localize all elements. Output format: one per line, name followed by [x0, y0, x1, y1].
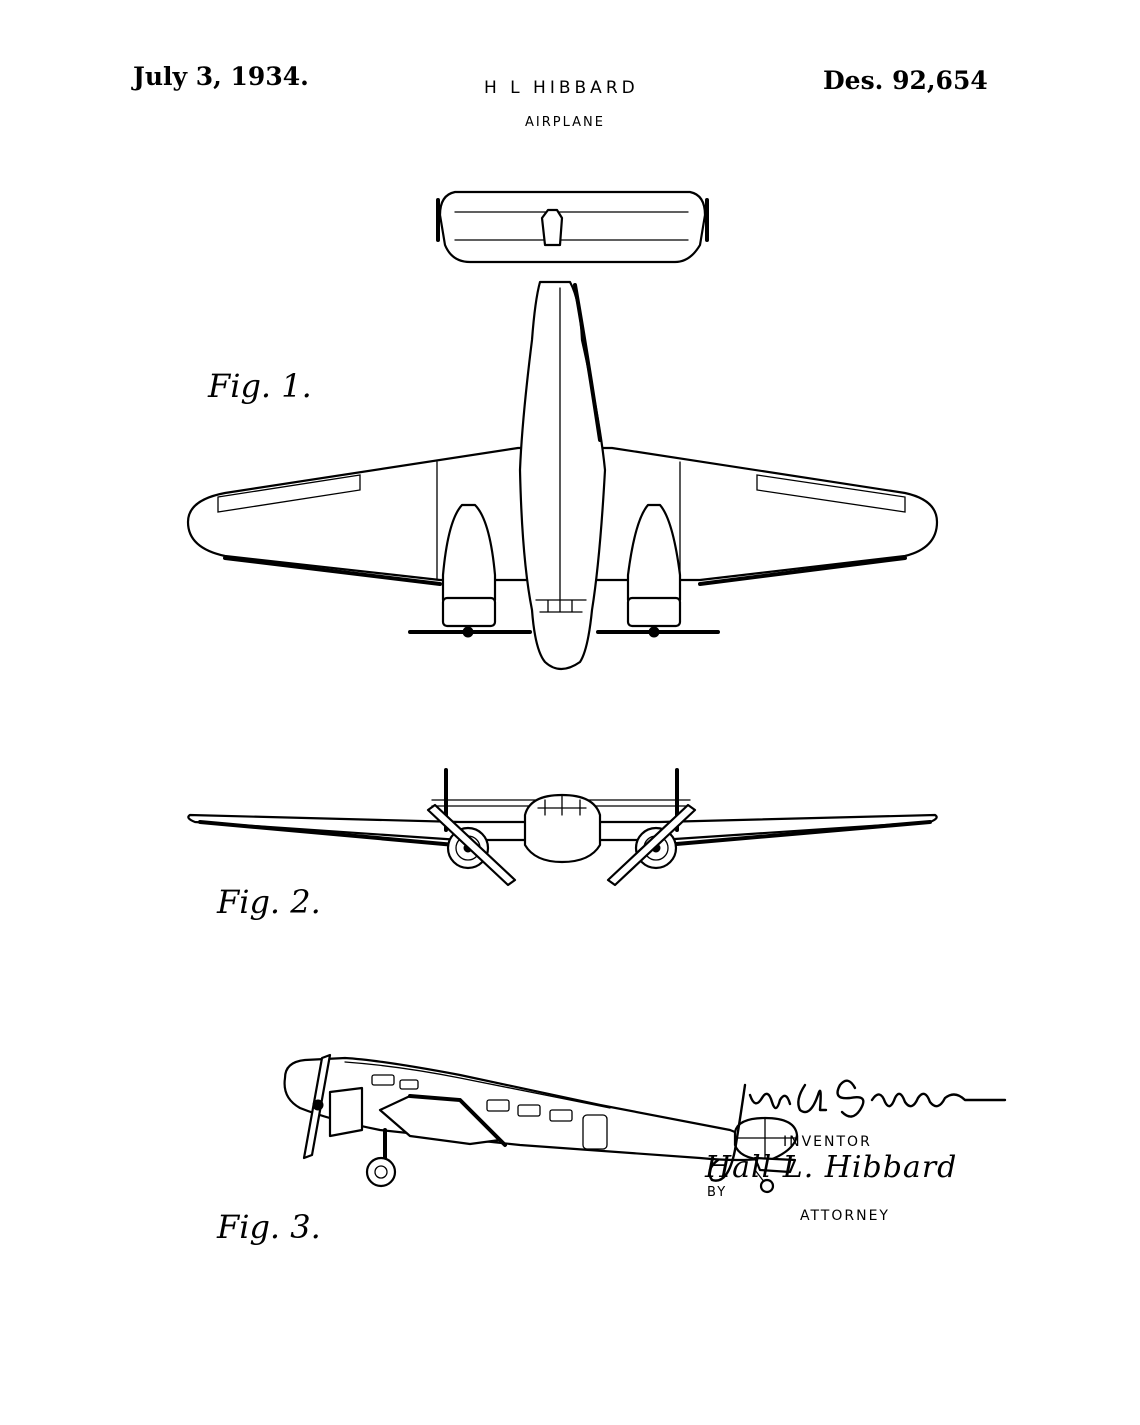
figure-1-label: Fig. 1. — [208, 367, 312, 405]
patent-date: July 3, 1934. — [133, 62, 309, 91]
patent-subject: AIRPLANE — [525, 115, 605, 130]
airplane-front-view — [187, 768, 938, 887]
inventor-name-header: H L HIBBARD — [484, 78, 639, 98]
inventor-signature: Hall L. Hibbard — [705, 1150, 958, 1185]
attorney-signature — [708, 1079, 1007, 1182]
attorney-label: ATTORNEY — [800, 1208, 890, 1224]
airplane-top-view — [186, 190, 939, 671]
figure-2-label: Fig. 2. — [217, 883, 321, 921]
airplane-side-view — [283, 1053, 799, 1194]
figure-3-label: Fig. 3. — [217, 1208, 321, 1246]
by-label: BY — [707, 1185, 728, 1200]
patent-number: Des. 92,654 — [823, 66, 988, 95]
inventor-label: INVENTOR — [783, 1134, 872, 1150]
